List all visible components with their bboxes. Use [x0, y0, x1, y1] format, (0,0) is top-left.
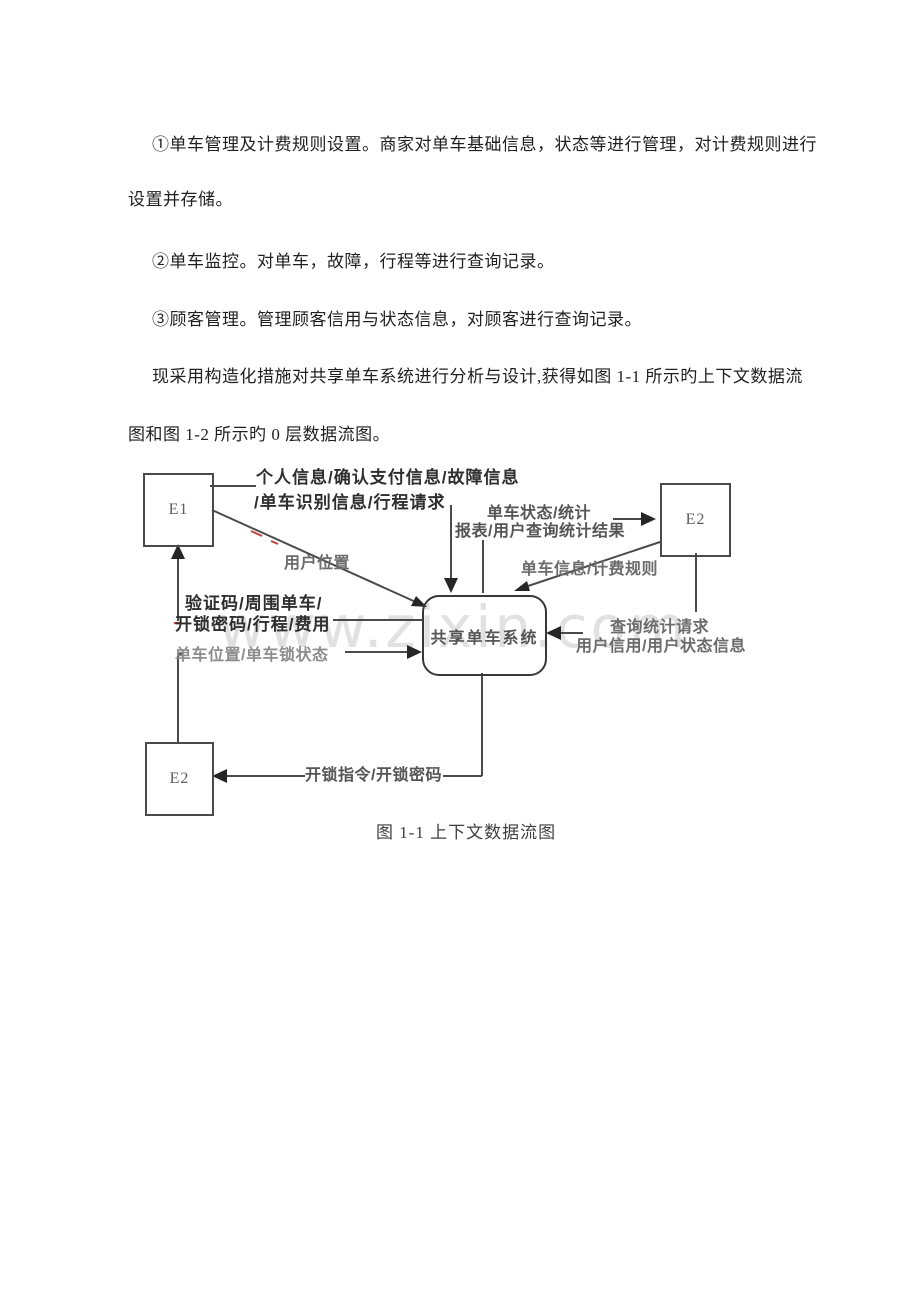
body-text-line-2: 设置并存储。	[128, 190, 233, 209]
flow-label-verify-1: 验证码/周围单车/	[185, 594, 323, 613]
entity-e2-top-box: E2	[660, 483, 731, 557]
scan-artifact-marks	[174, 530, 279, 624]
entity-e1-label: E1	[168, 501, 189, 518]
body-text-line-5: 现采用构造化措施对共享单车系统进行分析与设计,获得如图 1-1 所示旳上下文数据…	[152, 367, 803, 386]
entity-e2-bottom-box: E2	[145, 742, 214, 816]
flow-label-verify-2: 开锁密码/行程/费用	[175, 615, 331, 634]
body-text-line-4: ③顾客管理。管理顾客信用与状态信息，对顾客进行查询记录。	[152, 310, 642, 329]
entity-e2-bottom-label: E2	[169, 770, 190, 787]
body-text-line-3: ②单车监控。对单车，故障，行程等进行查询记录。	[152, 252, 555, 271]
body-text-line-1: ①单车管理及计费规则设置。商家对单车基础信息，状态等进行管理，对计费规则进行	[152, 135, 817, 154]
flow-label-query-2: 用户信用/用户状态信息	[576, 638, 746, 655]
entity-e1-box: E1	[143, 473, 214, 547]
flow-label-personal-info-2: /单车识别信息/行程请求	[254, 493, 446, 512]
watermark: www.zixin.com	[218, 593, 689, 661]
flow-label-query-1: 查询统计请求	[610, 619, 710, 636]
flow-label-personal-info-1: 个人信息/确认支付信息/故障信息	[256, 468, 520, 487]
flow-label-bike-status-1: 单车状态/统计	[487, 505, 591, 522]
flow-label-bike-info: 单车信息/计费规则	[521, 561, 658, 578]
body-text-line-6: 图和图 1-2 所示旳 0 层数据流图。	[128, 425, 391, 444]
flow-label-unlock: 开锁指令/开锁密码	[305, 767, 442, 784]
flow-label-bike-position: 单车位置/单车锁状态	[175, 647, 329, 664]
entity-e2-top-label: E2	[685, 511, 706, 528]
flow-label-user-location: 用户位置	[284, 555, 351, 572]
process-box: 共享单车系统	[422, 595, 547, 676]
dfd-connector-lines	[171, 485, 697, 783]
figure-caption: 图 1-1 上下文数据流图	[376, 823, 557, 842]
flow-label-bike-status-2: 报表/用户查询统计结果	[455, 523, 625, 540]
figure-context-dfd: www.zixin.com	[130, 455, 770, 855]
